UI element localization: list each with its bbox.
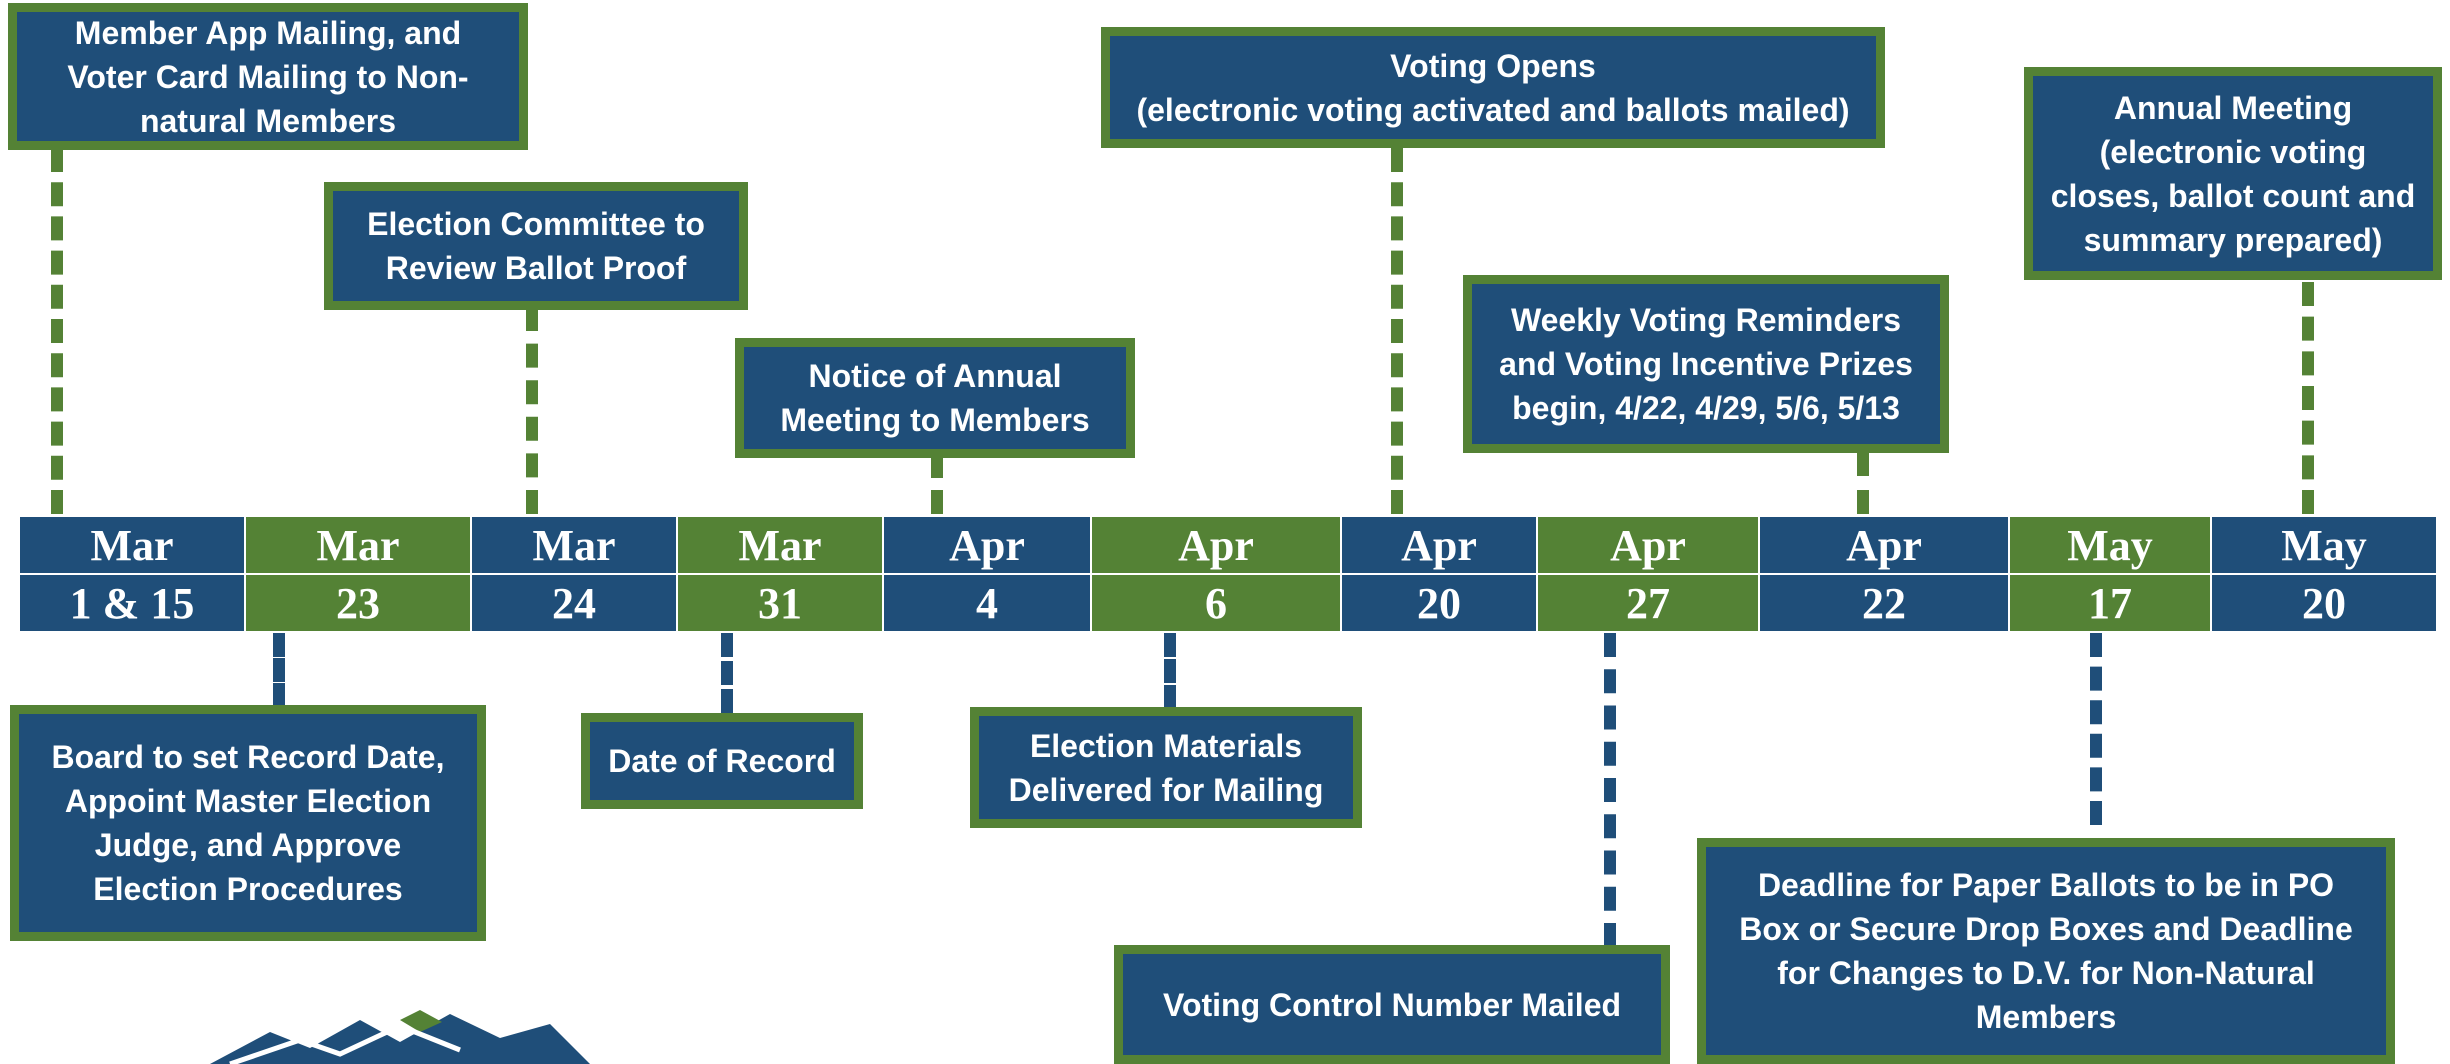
connector-annual-meeting — [2302, 282, 2314, 514]
timeline-day-cell: 22 — [1760, 575, 2010, 631]
timeline-month-cell: Mar — [246, 517, 472, 573]
timeline-month-cell: May — [2212, 517, 2436, 573]
mountain-logo-icon — [210, 1010, 590, 1064]
timeline-day-cell: 1 & 15 — [20, 575, 246, 631]
timeline-day-cell: 20 — [1342, 575, 1538, 631]
timeline-month-cell: Apr — [1760, 517, 2010, 573]
connector-weekly-reminders — [1857, 452, 1869, 514]
timeline-day-row: 1 & 15 23 24 31 4 6 20 27 22 17 20 — [20, 575, 2436, 631]
timeline-month-cell: May — [2010, 517, 2212, 573]
timeline-month-cell: Apr — [884, 517, 1092, 573]
timeline-month-cell: Mar — [472, 517, 678, 573]
timeline-month-cell: Apr — [1342, 517, 1538, 573]
connector-notice-annual-meeting — [931, 454, 943, 514]
connector-voting-control — [1604, 633, 1616, 947]
timeline-day-cell: 4 — [884, 575, 1092, 631]
timeline-month-cell: Apr — [1092, 517, 1342, 573]
timeline-month-cell: Mar — [20, 517, 246, 573]
timeline-day-cell: 6 — [1092, 575, 1342, 631]
timeline-day-cell: 31 — [678, 575, 884, 631]
event-weekly-voting-reminders: Weekly Voting Reminders and Voting Incen… — [1463, 275, 1949, 453]
connector-election-materials — [1164, 633, 1176, 709]
timeline-month-cell: Mar — [678, 517, 884, 573]
connector-voting-opens — [1391, 148, 1403, 514]
connector-board-record-date — [273, 633, 285, 707]
event-board-record-date: Board to set Record Date, Appoint Master… — [10, 705, 486, 941]
event-voting-opens: Voting Opens (electronic voting activate… — [1101, 27, 1885, 148]
timeline-day-cell: 23 — [246, 575, 472, 631]
event-member-app-mailing: Member App Mailing, and Voter Card Maili… — [8, 3, 528, 150]
connector-paper-ballot-deadline — [2090, 633, 2102, 825]
connector-election-committee — [526, 307, 538, 514]
timeline-day-cell: 20 — [2212, 575, 2436, 631]
timeline-month-cell: Apr — [1538, 517, 1760, 573]
connector-date-of-record — [721, 633, 733, 713]
timeline-day-cell: 17 — [2010, 575, 2212, 631]
event-election-materials-delivered: Election Materials Delivered for Mailing — [970, 707, 1362, 828]
timeline-month-row: Mar Mar Mar Mar Apr Apr Apr Apr Apr May … — [20, 517, 2436, 573]
connector-member-app — [51, 148, 63, 514]
event-paper-ballot-deadline: Deadline for Paper Ballots to be in PO B… — [1697, 838, 2395, 1064]
event-annual-meeting: Annual Meeting (electronic voting closes… — [2024, 67, 2442, 280]
event-date-of-record: Date of Record — [581, 713, 863, 809]
timeline-day-cell: 27 — [1538, 575, 1760, 631]
timeline-day-cell: 24 — [472, 575, 678, 631]
event-voting-control-number-mailed: Voting Control Number Mailed — [1114, 945, 1670, 1064]
event-notice-annual-meeting: Notice of Annual Meeting to Members — [735, 338, 1135, 458]
event-election-committee-review: Election Committee to Review Ballot Proo… — [324, 182, 748, 310]
